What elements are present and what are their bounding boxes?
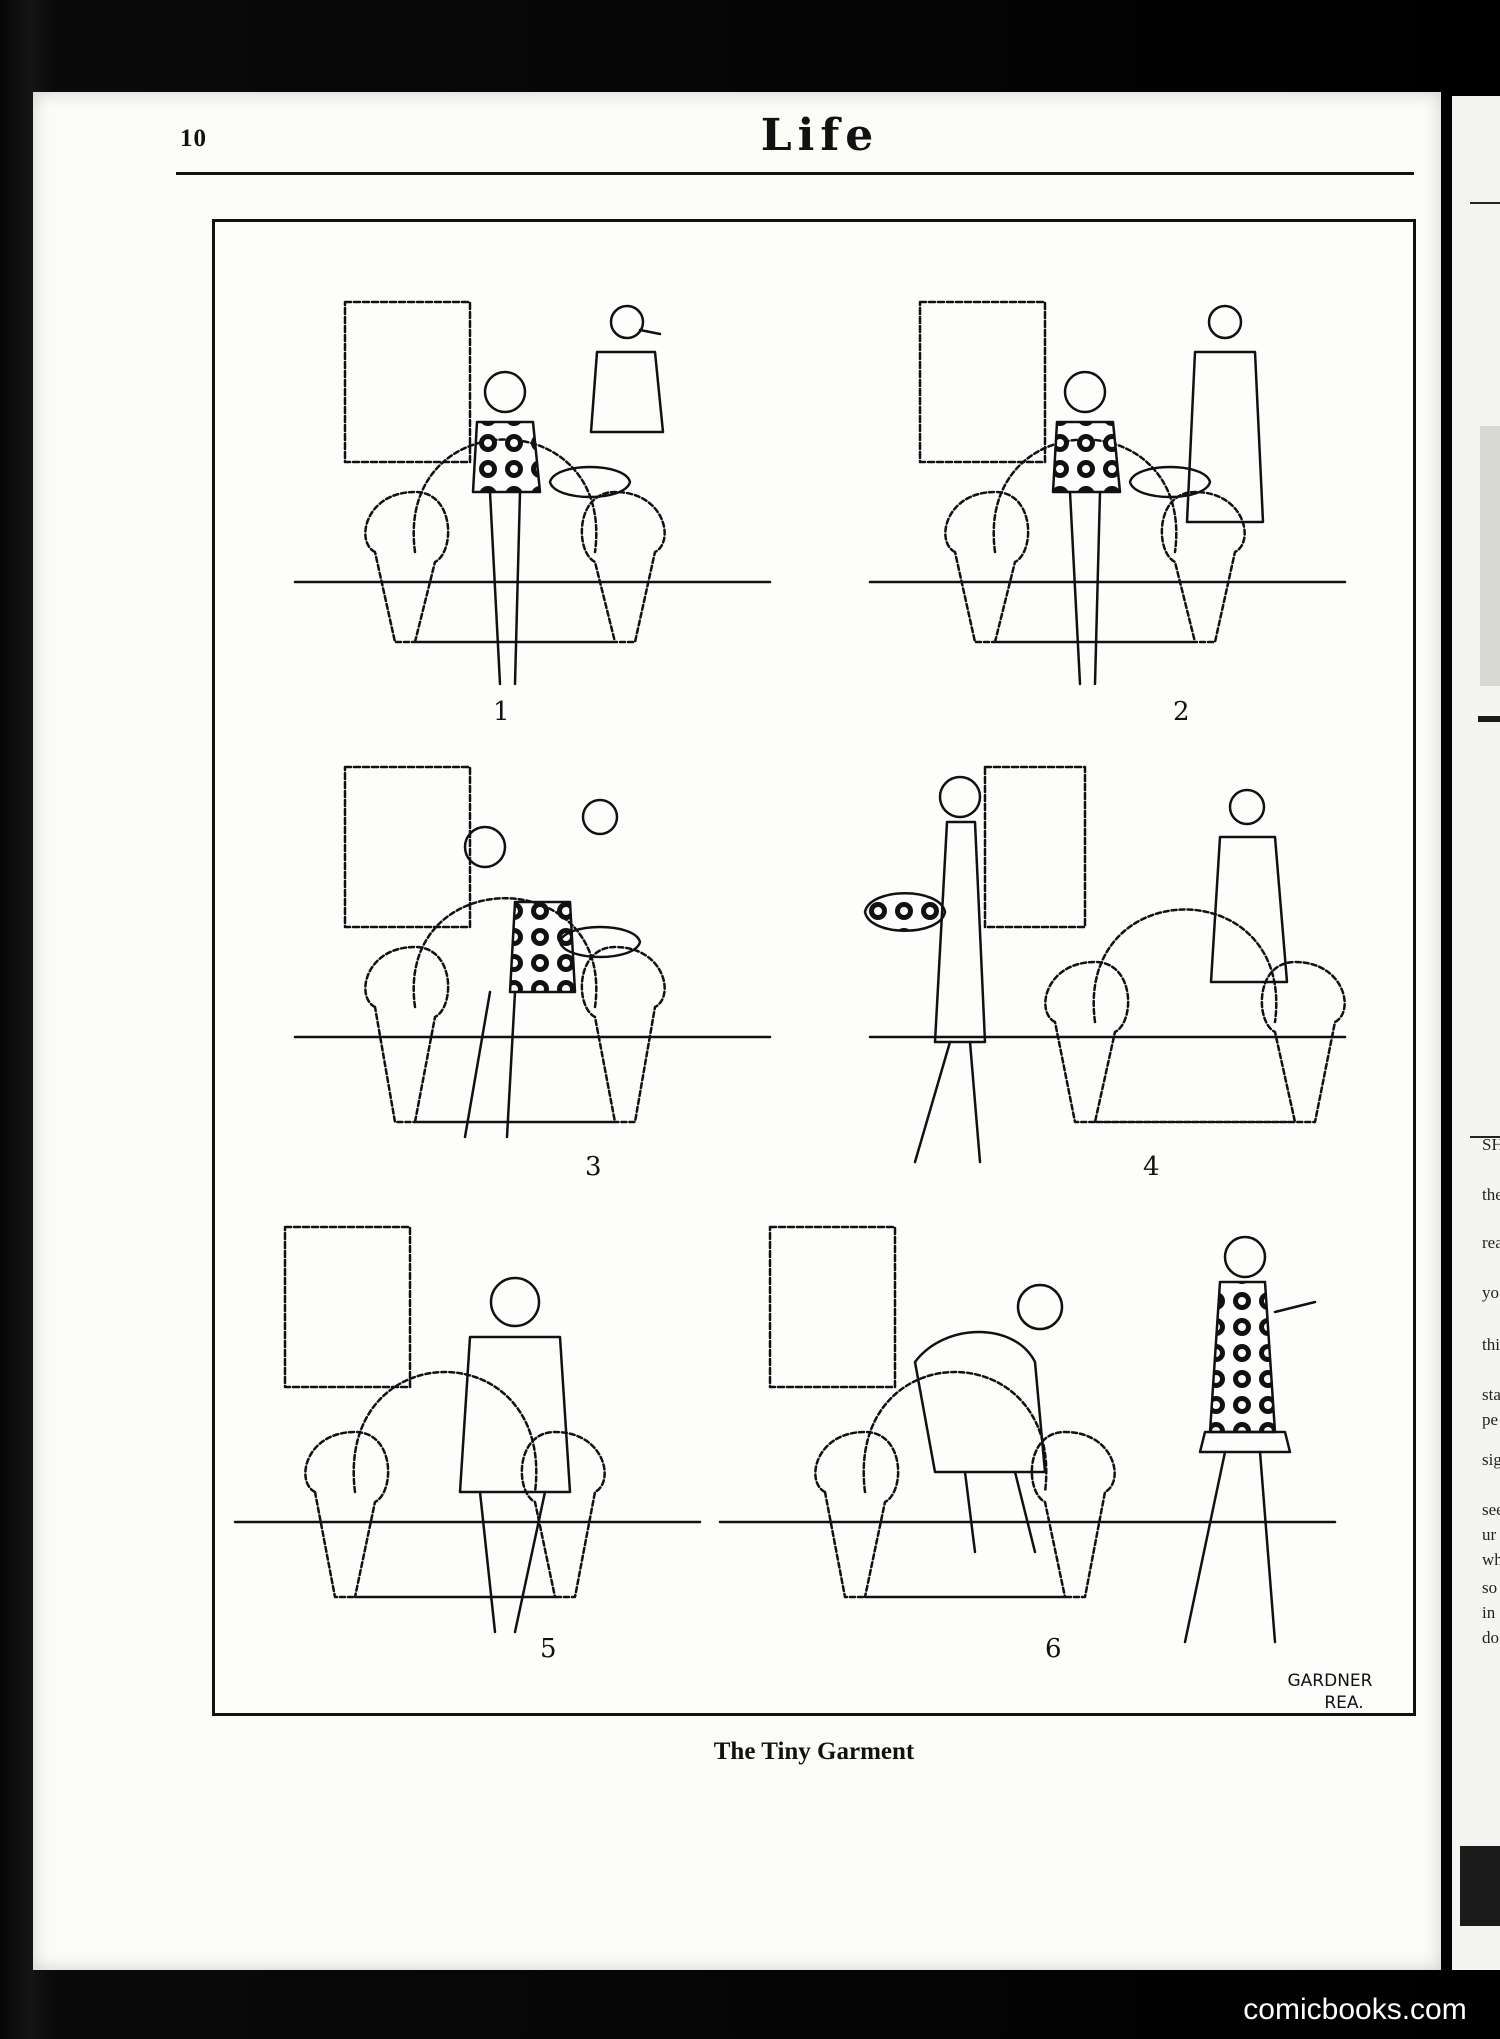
adjacent-page-text: rea <box>1482 1233 1500 1252</box>
adjacent-page-edge: SH the rea yo thi sta pe sig see ur wh so in do <box>1452 96 1500 1970</box>
woman-head <box>463 825 507 869</box>
man-coat <box>1185 350 1265 524</box>
adjacent-page-text: pe <box>1482 1410 1499 1429</box>
tiny-garment <box>508 900 577 994</box>
comic-frame: 1 2 3 4 5 6 GARDNER REA. <box>212 219 1416 1716</box>
adjacent-page-illustration <box>1480 426 1500 686</box>
knitting-bowl <box>558 925 642 959</box>
wall-picture <box>283 1225 412 1389</box>
signature-line-1: GARDNER <box>1287 1671 1373 1691</box>
adjacent-page-text: so <box>1482 1578 1498 1597</box>
cigarette <box>1273 1300 1317 1314</box>
adjacent-page-rule <box>1470 1136 1500 1138</box>
adjacent-page-illustration <box>1478 716 1500 722</box>
man-head <box>581 798 619 836</box>
man-head <box>1016 1283 1064 1331</box>
adjacent-page-illustration <box>1460 1846 1500 1926</box>
panel-4 <box>863 765 1347 1164</box>
woman-head <box>1223 1235 1267 1279</box>
man-legs <box>478 1490 547 1634</box>
masthead-title: Life <box>760 110 880 161</box>
comic-caption: The Tiny Garment <box>713 1738 915 1765</box>
woman-legs <box>463 990 517 1139</box>
adjacent-page-text: SH <box>1482 1135 1500 1154</box>
adjacent-page-text: do <box>1482 1628 1499 1647</box>
man-head <box>489 1276 541 1328</box>
armchair <box>944 490 1246 644</box>
adjacent-page-text: in <box>1482 1603 1496 1622</box>
panel-2 <box>868 300 1347 686</box>
knitting-bowl <box>548 465 632 499</box>
man-head <box>1207 304 1243 340</box>
adjacent-page-rule <box>1470 202 1500 204</box>
woman-legs <box>1068 490 1102 686</box>
panel-number-4: 4 <box>1143 1152 1160 1182</box>
man-coat <box>589 350 665 434</box>
tiny-garment <box>1051 420 1122 494</box>
panel-number-1: 1 <box>493 697 510 727</box>
woman-legs <box>488 490 522 686</box>
knitting-bowl <box>863 892 947 932</box>
adjacent-page-text: see <box>1482 1500 1500 1519</box>
man-coat <box>458 1335 572 1494</box>
armchair <box>364 945 666 1124</box>
panel-3 <box>293 765 772 1139</box>
armchair-back <box>862 1370 1048 1494</box>
woman-legs <box>1183 1450 1277 1644</box>
armchair <box>304 1430 606 1599</box>
woman-head <box>938 775 982 819</box>
panel-5 <box>233 1225 702 1634</box>
armchair <box>1044 960 1346 1124</box>
adjacent-page-text: sig <box>1482 1450 1500 1469</box>
adjacent-page-text: ur <box>1482 1525 1497 1544</box>
woman-legs <box>913 1040 982 1164</box>
man-pipe <box>638 328 662 336</box>
tiny-garment <box>471 420 542 494</box>
signature-line-2: REA. <box>1324 1693 1364 1713</box>
wall-picture <box>918 300 1047 464</box>
man-legs <box>963 1470 1037 1554</box>
adjacent-page-text: the <box>1482 1185 1500 1204</box>
man-head <box>1228 788 1266 826</box>
man-head <box>609 304 645 340</box>
armchair <box>364 490 666 644</box>
panel-number-3: 3 <box>585 1152 602 1182</box>
comic-drawing <box>233 300 1347 1644</box>
woman-head <box>1063 370 1107 414</box>
panel-1 <box>293 300 772 686</box>
woman-head <box>483 370 527 414</box>
garment-ruffle <box>1198 1430 1292 1454</box>
adjacent-page-text: thi <box>1482 1335 1500 1354</box>
page-number: 10 <box>180 125 207 152</box>
tiny-garment <box>1208 1280 1277 1434</box>
wall-picture <box>343 300 472 464</box>
adjacent-page-text: yo <box>1482 1283 1499 1302</box>
wall-picture <box>768 1225 897 1389</box>
adjacent-page-text: wh <box>1482 1550 1500 1569</box>
man-coat <box>1209 835 1289 984</box>
watermark[interactable]: comicbooks.com <box>1243 1993 1467 2026</box>
adjacent-page-text: sta <box>1482 1385 1500 1404</box>
armchair-back <box>352 1370 538 1494</box>
panel-number-2: 2 <box>1173 697 1190 727</box>
panel-number-6: 6 <box>1045 1634 1062 1664</box>
armchair <box>814 1430 1116 1599</box>
artist-signature: GARDNER REA. <box>1275 1670 1385 1714</box>
panel-6 <box>718 1225 1337 1644</box>
knitting-bowl <box>1128 465 1212 499</box>
header-rule <box>176 172 1414 175</box>
woman-dress <box>933 820 987 1044</box>
wall-picture <box>983 765 1087 929</box>
man-coat <box>913 1330 1047 1474</box>
panel-number-5: 5 <box>540 1634 557 1664</box>
wall-picture <box>343 765 472 929</box>
armchair-back <box>1092 908 1278 1024</box>
